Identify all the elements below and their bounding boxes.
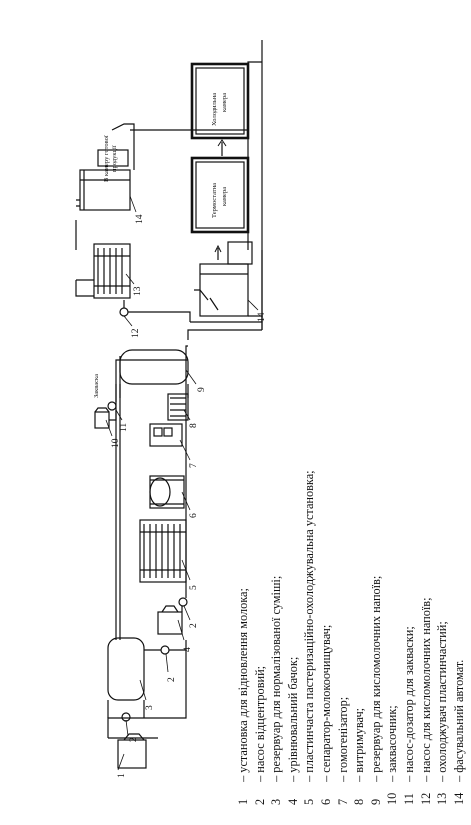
label-14a: 14: [135, 214, 145, 224]
label-2b: 2: [167, 677, 177, 682]
legend: 1 – установка для відновлення молока; 2 …: [235, 5, 471, 805]
pump-2a: [121, 712, 131, 722]
legend-num: 3: [269, 798, 284, 805]
label-1: 1: [117, 773, 127, 778]
legend-num: 14: [451, 792, 466, 805]
label-2c: 2: [189, 623, 199, 628]
plate-pasteurizer: [139, 519, 187, 583]
legend-num: 5: [302, 798, 317, 805]
filling-machine-upper: [79, 169, 131, 211]
label-3: 3: [145, 705, 155, 710]
plate-cooler: [93, 243, 131, 299]
legend-text: – урівнювальний бачок;: [285, 656, 300, 782]
label-13: 13: [133, 286, 143, 296]
pump-2c: [178, 597, 188, 607]
legend-item-1: 1 – установка для відновлення молока;: [235, 5, 252, 805]
starter-dosing-pump: [107, 401, 117, 411]
legend-num: 8: [352, 798, 367, 805]
label-6: 6: [189, 513, 199, 518]
label-9: 9: [197, 387, 207, 392]
cooling-label-1: Холодильна: [211, 93, 218, 126]
label-10: 10: [111, 438, 121, 448]
legend-item-9: 9 – резервуар для кисломолочних напоїв;: [368, 5, 385, 805]
label-8: 8: [189, 423, 199, 428]
fermented-milk-tank: [119, 349, 189, 385]
legend-text: – насос для кисломолочних напоїв;: [418, 597, 433, 782]
thermostat-chamber: [190, 156, 250, 234]
reconstitution-unit: [117, 739, 147, 769]
legend-text: – резервуар для нормалізованої суміші;: [269, 575, 284, 782]
legend-item-4: 4 – урівнювальний бачок;: [285, 5, 302, 805]
label-12: 12: [131, 328, 141, 338]
legend-text: – фасувальний автомат.: [451, 659, 466, 782]
legend-item-10: 10 – заквасочник;: [384, 5, 401, 805]
cooling-chamber: [190, 62, 250, 140]
legend-text: – охолоджувач пластинчастий;: [435, 621, 450, 782]
legend-num: 2: [252, 798, 267, 805]
legend-text: – пластинчаста пастеризаційно-охолоджува…: [302, 470, 317, 782]
legend-text: – насос-дозатор для закваски;: [401, 626, 416, 782]
starter-label: Закваска: [93, 374, 100, 398]
legend-num: 1: [236, 798, 250, 805]
legend-num: 10: [385, 792, 400, 805]
thermostat-label-1: Термостатна: [211, 183, 218, 218]
legend-num: 11: [401, 793, 416, 805]
legend-text: – сепаратор-молокоочищувач;: [318, 624, 333, 782]
legend-item-14: 14 – фасувальний автомат.: [451, 5, 468, 805]
legend-num: 13: [435, 792, 450, 805]
legend-text: – насос відцентровий;: [252, 665, 267, 782]
legend-num: 4: [285, 798, 300, 805]
cooling-label-2: камера: [221, 93, 228, 112]
legend-item-2: 2 – насос відцентровий;: [252, 5, 269, 805]
tank-normalized-mixture: [107, 637, 145, 701]
label-14b: 14: [257, 312, 267, 322]
to-chamber-label-1: В камеру готової: [103, 135, 110, 182]
label-4: 4: [183, 647, 193, 652]
label-5: 5: [189, 585, 199, 590]
legend-list: 1 – установка для відновлення молока; 2 …: [235, 5, 467, 805]
pump-2b: [160, 645, 170, 655]
legend-item-5: 5 – пластинчаста пастеризаційно-охолоджу…: [301, 5, 318, 805]
main-flow-line: [107, 640, 187, 739]
starter-vessel: [94, 411, 110, 429]
legend-item-3: 3 – резервуар для нормалізованої суміші;: [268, 5, 285, 805]
thermostat-label-2: камера: [221, 187, 228, 206]
legend-item-7: 7 – гомогенізатор;: [335, 5, 352, 805]
legend-text: – резервуар для кисломолочних напоїв;: [368, 575, 383, 782]
legend-num: 6: [318, 798, 333, 805]
legend-text: – гомогенізатор;: [335, 696, 350, 782]
label-7: 7: [189, 463, 199, 468]
legend-text: – установка для відновлення молока;: [236, 588, 250, 782]
homogenizer: [149, 423, 183, 447]
legend-text: – витримувач;: [352, 707, 367, 782]
legend-item-8: 8 – витримувач;: [351, 5, 368, 805]
label-11: 11: [119, 423, 129, 432]
legend-num: 7: [335, 798, 350, 805]
separator: [149, 475, 185, 509]
to-chamber-label-2: продукції: [111, 145, 118, 172]
legend-item-13: 13 – охолоджувач пластинчастий;: [434, 5, 451, 805]
legend-item-12: 12 – насос для кисломолочних напоїв;: [418, 5, 435, 805]
legend-item-11: 11 – насос-дозатор для закваски;: [401, 5, 418, 805]
legend-item-6: 6 – сепаратор-молокоочищувач;: [318, 5, 335, 805]
legend-num: 12: [418, 792, 433, 805]
reconstitution-unit-funnel: [123, 733, 145, 741]
label-2a: 2: [129, 737, 139, 742]
holding-tube: [170, 397, 186, 417]
legend-num: 9: [368, 798, 383, 805]
balance-tank: [157, 611, 183, 635]
pump-fermented: [119, 307, 129, 317]
legend-text: – заквасочник;: [385, 705, 400, 782]
